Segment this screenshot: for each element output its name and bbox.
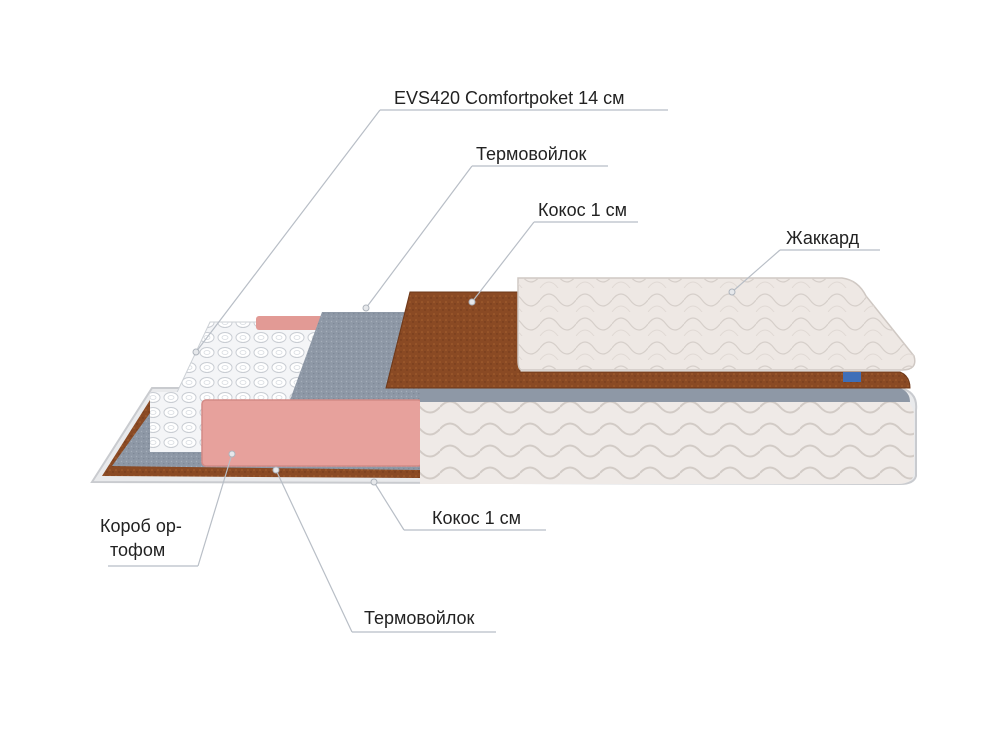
leader-felt-top-diag [365, 165, 473, 309]
label-box-line2: тофом [110, 540, 165, 560]
felt-strip [420, 388, 910, 402]
foam-box [201, 399, 423, 467]
label-box-line1: Короб ор- [100, 516, 182, 536]
leader-dots [192, 288, 736, 486]
jacquard-quilt [518, 278, 915, 370]
brand-tag [843, 372, 861, 382]
leader-lines [108, 109, 880, 633]
spring-block-front [150, 392, 206, 452]
leader-jacquard-diag [731, 249, 781, 293]
leader-springs-diag [195, 109, 381, 353]
felt-top-layer [290, 312, 420, 402]
cover-side-quilt [420, 398, 914, 484]
leader-coco-bottom-diag [373, 481, 405, 531]
label-coco-bottom: Кокос 1 см [432, 508, 521, 528]
label-coco-top: Кокос 1 см [538, 200, 627, 220]
leader-coco-top-diag [471, 221, 535, 303]
leader-felt-bottom-diag [275, 469, 353, 633]
label-jacquard: Жаккард [786, 228, 860, 248]
label-felt-top: Термовойлок [476, 144, 587, 164]
leader-box-diag [197, 453, 233, 567]
label-felt-bottom: Термовойлок [364, 608, 475, 628]
foam-edge-top [256, 316, 328, 330]
label-springs: EVS420 Comfortpoket 14 см [394, 88, 625, 108]
